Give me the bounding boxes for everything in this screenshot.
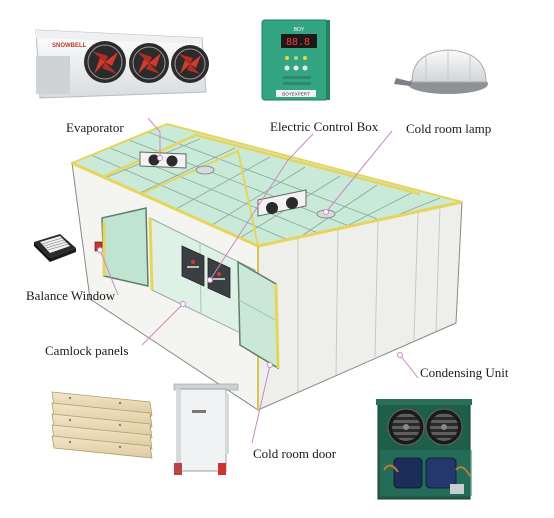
condensing-unit-fan-1 [387, 408, 425, 446]
label-camlock-panels: Camlock panels [45, 343, 129, 358]
ceiling-evaporator-1 [139, 151, 187, 169]
evaporator-photo-fan-1 [84, 41, 126, 83]
label-cold-room-lamp: Cold room lamp [406, 121, 492, 136]
ceiling-lamp-1 [195, 165, 215, 175]
evaporator-photo-fan-3 [171, 45, 209, 83]
label-electric-control-box: Electric Control Box [270, 119, 379, 134]
svg-text:88.8: 88.8 [286, 37, 310, 48]
condensing-unit-photo [376, 399, 472, 500]
balance-window-photo [30, 232, 78, 266]
leader-lines [99, 117, 419, 444]
label-evaporator: Evaporator [66, 120, 124, 135]
leader-lamp [325, 130, 393, 213]
leader-control-box [209, 133, 314, 281]
control-box-photo: 88.8 BOY BOYEXPERT [261, 19, 330, 101]
leader-balance-window [99, 249, 119, 296]
control-box-footer: BOYEXPERT [282, 92, 310, 97]
label-balance-window: Balance Window [26, 288, 116, 303]
control-box-photo-indicators [283, 56, 311, 85]
control-box-brand: BOY [294, 27, 305, 33]
camlock-panels-photo [51, 391, 153, 459]
sliding-door-photo [173, 383, 239, 475]
ceiling-evaporator-2 [257, 189, 307, 217]
evaporator-photo-fan-2 [129, 43, 169, 83]
leader-evaporator [147, 117, 161, 158]
evaporator-brand: SNOWBELL [52, 43, 87, 49]
leader-camlock [141, 303, 184, 346]
cold-room-main [70, 122, 463, 411]
evaporator-photo: SNOWBELL [35, 29, 209, 99]
leader-condensing [399, 354, 419, 379]
label-condensing-unit: Condensing Unit [420, 365, 509, 380]
leader-door [251, 364, 271, 444]
label-cold-room-door: Cold room door [253, 446, 337, 461]
cold-room-lamp-photo [394, 49, 488, 94]
condensing-unit-fan-2 [425, 408, 463, 446]
side-door [101, 207, 149, 287]
